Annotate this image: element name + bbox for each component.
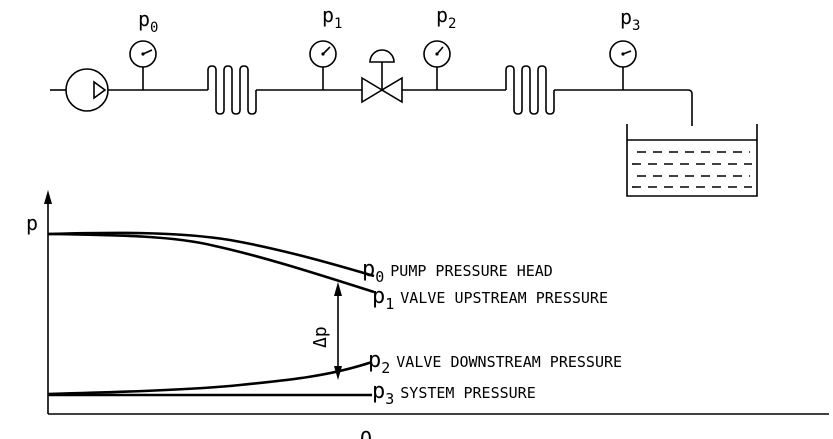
delta-p-label: Δp: [310, 326, 331, 348]
pipe-coil-2: [505, 65, 555, 115]
gauge-label-sub: 2: [448, 16, 456, 32]
gauge-p1: p1: [309, 3, 342, 90]
x-axis-label: Q: [360, 427, 372, 439]
curve-p2: [47, 360, 373, 396]
delta-p-dimension: Δp: [310, 282, 342, 380]
gauge-label-sub: 1: [334, 16, 342, 32]
curve-p1: [47, 232, 375, 294]
svg-text:p1: p1: [322, 3, 342, 32]
y-axis-label: p: [26, 211, 38, 235]
tank-icon: [626, 124, 758, 197]
pump-icon: [65, 68, 109, 112]
svg-text:p2: p2: [436, 3, 456, 32]
pipe-coil-1: [207, 65, 257, 115]
gauge-label-base: p: [322, 3, 334, 27]
gauge-p3: p3: [609, 5, 640, 90]
control-valve-icon: [361, 49, 403, 104]
gauge-label-base: p: [138, 7, 150, 31]
piping-schematic: p0 p1 p2 p3: [50, 3, 758, 197]
svg-text:p0: p0: [138, 7, 158, 36]
gauge-label-sub: 0: [150, 20, 158, 36]
gauge-p0: p0: [129, 7, 158, 90]
curve-p0: [47, 231, 375, 278]
gauge-label-base: p: [620, 5, 632, 29]
svg-text:p3: p3: [620, 5, 640, 34]
gauge-label-base: p: [436, 3, 448, 27]
outlet-pipe: [554, 89, 693, 126]
y-axis-arrow: [44, 190, 52, 204]
gauge-label-sub: 3: [632, 18, 640, 34]
gauge-p2: p2: [423, 3, 456, 90]
